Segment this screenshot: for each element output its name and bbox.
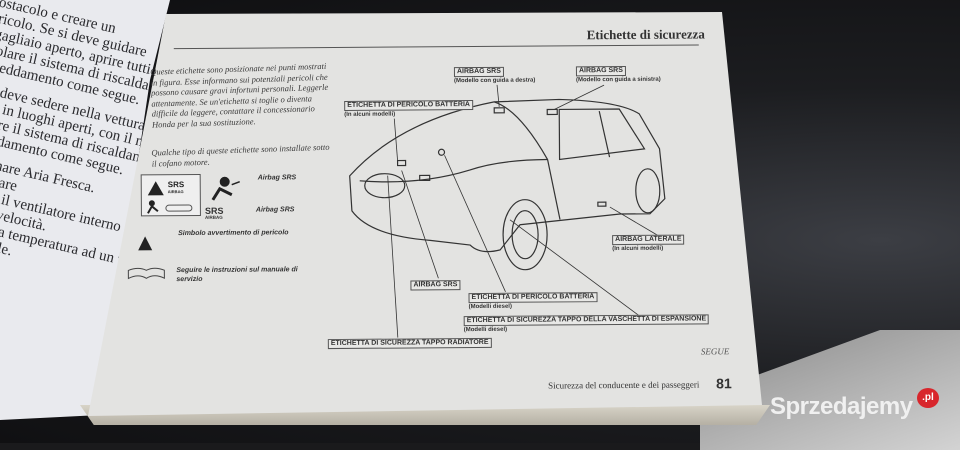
header-divider bbox=[173, 44, 699, 50]
callout-battery-top: ETICHETTA DI PERICOLO BATTERIA(In alcuni… bbox=[344, 100, 473, 119]
warning-triangle-icon bbox=[138, 236, 153, 251]
open-manual-icon bbox=[127, 267, 165, 280]
callout-airbag-right-drive: AIRBAG SRS(Modello con guida a destra) bbox=[453, 66, 536, 85]
svg-text:SRS: SRS bbox=[168, 180, 185, 189]
svg-text:AIRBAG: AIRBAG bbox=[168, 189, 184, 194]
symbol-label-warning: Simbolo avvertimento di pericolo bbox=[178, 229, 289, 238]
callout-airbag-srs: AIRBAG SRS bbox=[410, 280, 461, 291]
airbag-person-icon bbox=[211, 176, 240, 201]
callout-radiator-cap: ETICHETTA DI SICUREZZA TAPPO RADIATORE bbox=[327, 337, 492, 350]
callout-expansion-tank: ETICHETTA DI SICUREZZA TAPPO DELLA VASCH… bbox=[463, 314, 710, 334]
symbol-label-manual: Seguire le instruzioni sul manuale di se… bbox=[176, 266, 298, 284]
continues-label: SEGUE bbox=[700, 346, 730, 357]
svg-text:AIRBAG: AIRBAG bbox=[205, 215, 223, 220]
symbol-label-srs: Airbag SRS bbox=[255, 206, 295, 214]
page-title: Etichette di sicurezza bbox=[586, 26, 705, 43]
intro-paragraph-2: Qualche tipo di queste etichette sono in… bbox=[151, 141, 330, 169]
callout-airbag-left-drive: AIRBAG SRS(Modello con guida a sinistra) bbox=[575, 65, 661, 84]
page-footer: Sicurezza del conducente e dei passegger… bbox=[548, 379, 700, 391]
svg-text:SRS: SRS bbox=[205, 206, 224, 216]
watermark-suffix: .pl bbox=[917, 388, 939, 408]
callout-battery-diesel: ETICHETTA DI PERICOLO BATTERIA(Modelli d… bbox=[468, 292, 598, 311]
page-number: 81 bbox=[716, 375, 732, 392]
watermark-logo: Sprzedajemy bbox=[770, 393, 913, 420]
callout-side-airbag: AIRBAG LATERALE(In alcuni modelli) bbox=[612, 234, 685, 254]
intro-paragraph: Queste etichette sono posizionate nei pu… bbox=[150, 60, 329, 130]
symbol-label-airbag: Airbag SRS bbox=[257, 174, 297, 182]
